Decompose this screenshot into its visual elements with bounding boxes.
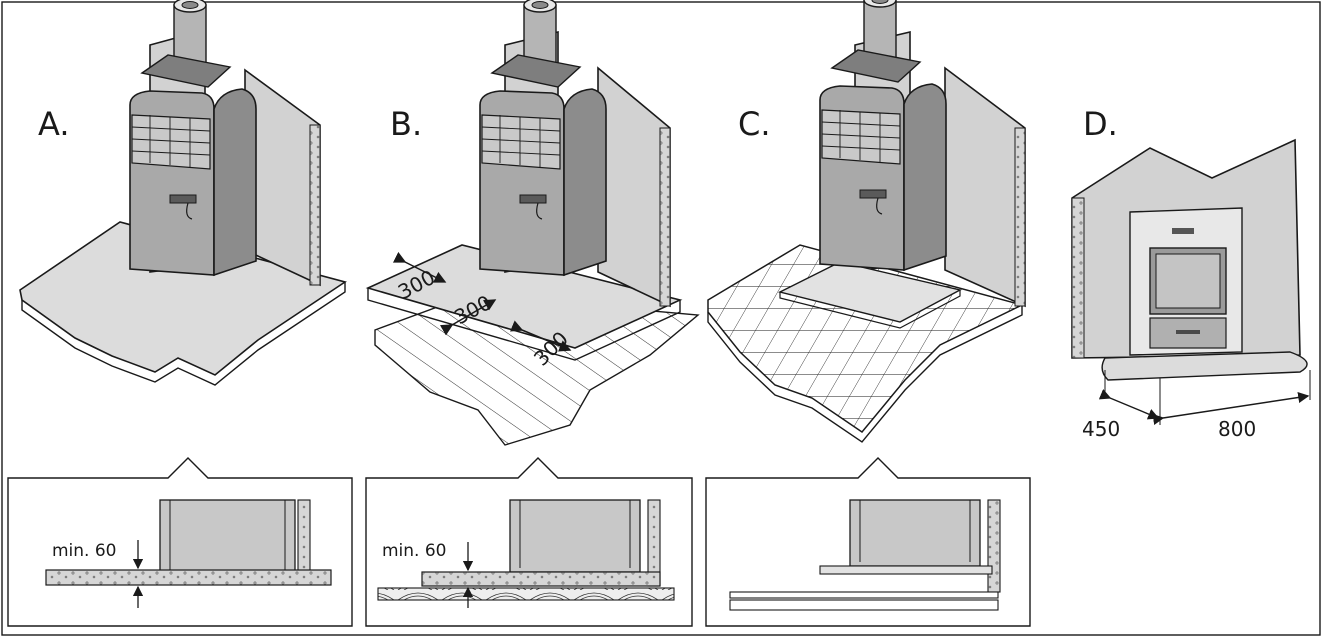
dim-depth-450: 450 xyxy=(1082,417,1120,441)
panel-a: A. xyxy=(19,0,347,386)
detail-b-min-60: min. 60 xyxy=(382,541,447,561)
panel-b: B. 300 300 300 xyxy=(365,0,700,446)
wall-side-b xyxy=(597,66,671,308)
panel-c: C. xyxy=(707,0,1026,443)
detail-b: min. 60 xyxy=(365,457,693,627)
panel-c-label: C. xyxy=(738,105,771,143)
floor-plate-d xyxy=(1101,351,1308,381)
panel-b-label: B. xyxy=(390,105,422,143)
detail-a-min-60: min. 60 xyxy=(52,541,117,561)
panel-d: 450 800 D. xyxy=(1071,105,1311,441)
detail-a: min. 60 xyxy=(7,457,353,627)
dim-width-800: 800 xyxy=(1218,417,1256,441)
wall-side-c xyxy=(944,66,1026,308)
detail-c xyxy=(705,457,1031,627)
panel-a-label: A. xyxy=(38,105,70,143)
panel-d-label: D. xyxy=(1083,105,1118,143)
